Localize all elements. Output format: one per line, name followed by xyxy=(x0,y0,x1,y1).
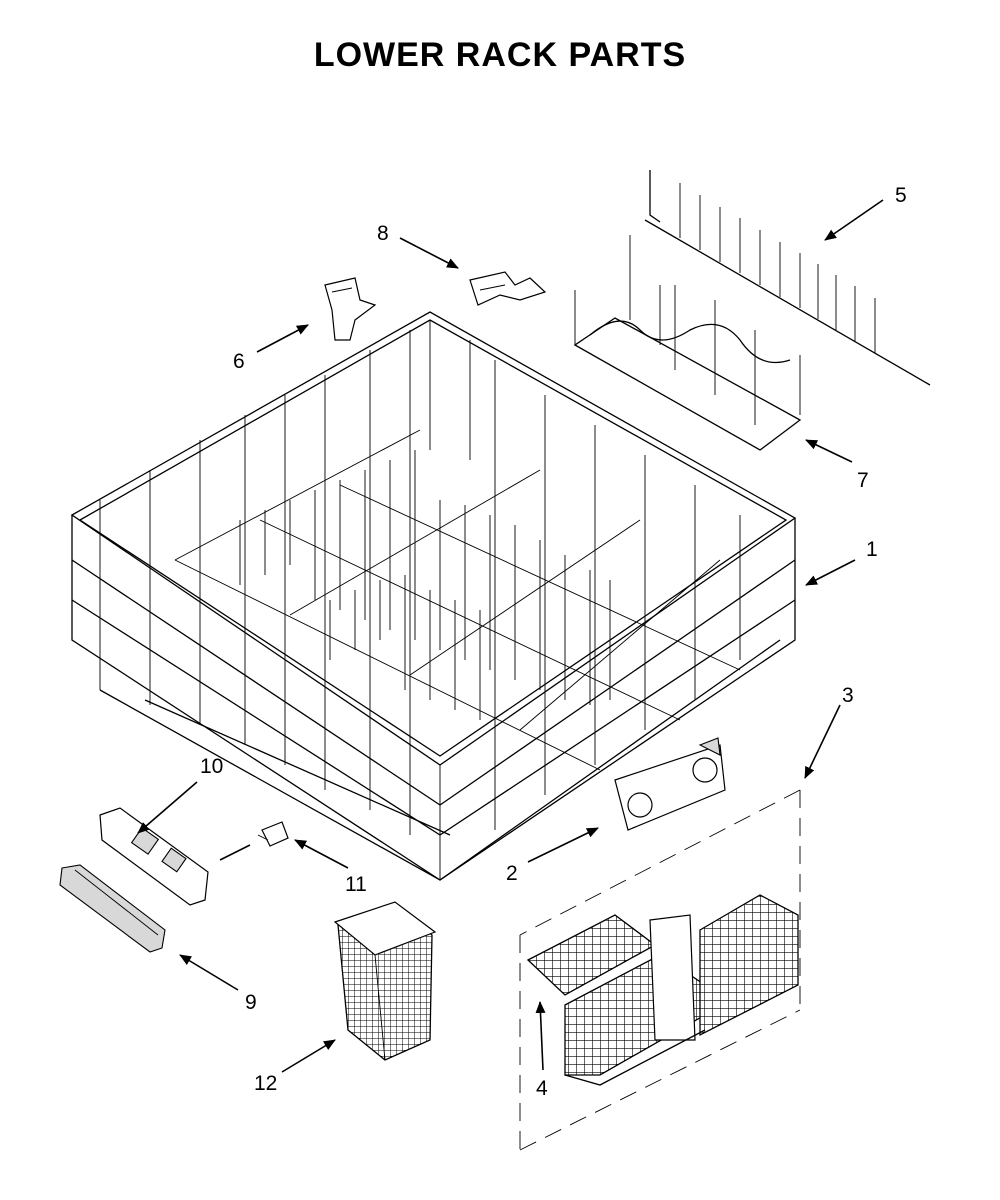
basket-assembly-boundary xyxy=(519,789,801,1151)
diagram-title: LOWER RACK PARTS xyxy=(314,36,686,74)
callout-2: 2 xyxy=(506,862,518,885)
handle-base-part xyxy=(99,807,209,906)
leader-9 xyxy=(179,954,239,991)
handle-cover-part xyxy=(59,864,166,953)
leader-5 xyxy=(824,199,884,241)
leader-4 xyxy=(535,1001,546,1071)
callout-6: 6 xyxy=(233,350,245,373)
tine-insert-part xyxy=(573,235,802,451)
leader-1 xyxy=(805,559,856,586)
rack-clip-part xyxy=(324,277,377,341)
lower-rack-part xyxy=(70,311,797,881)
rack-stop-part xyxy=(469,271,547,306)
callout-10: 10 xyxy=(200,755,223,778)
callout-4: 4 xyxy=(536,1077,548,1100)
callout-8: 8 xyxy=(377,222,389,245)
callout-5: 5 xyxy=(895,184,907,207)
silverware-basket-part xyxy=(564,894,799,1086)
callout-3: 3 xyxy=(842,684,854,707)
leader-2 xyxy=(527,827,599,863)
small-basket-part xyxy=(333,901,437,1061)
callout-9: 9 xyxy=(245,991,257,1014)
leader-6 xyxy=(256,324,309,353)
callout-1: 1 xyxy=(866,538,878,561)
callout-7: 7 xyxy=(857,469,869,492)
leader-11 xyxy=(294,839,349,869)
leader-11-dash xyxy=(219,844,251,861)
leader-8 xyxy=(399,237,459,269)
leader-12 xyxy=(281,1039,336,1073)
leader-10 xyxy=(137,781,198,834)
leader-lines xyxy=(137,199,884,1073)
leader-7 xyxy=(805,439,853,463)
tine-row-part xyxy=(644,170,931,386)
wheel-assembly-part xyxy=(614,737,726,831)
callout-12: 12 xyxy=(254,1072,277,1095)
callout-11: 11 xyxy=(345,873,367,896)
leader-3 xyxy=(804,704,841,779)
screw-part xyxy=(257,821,289,847)
